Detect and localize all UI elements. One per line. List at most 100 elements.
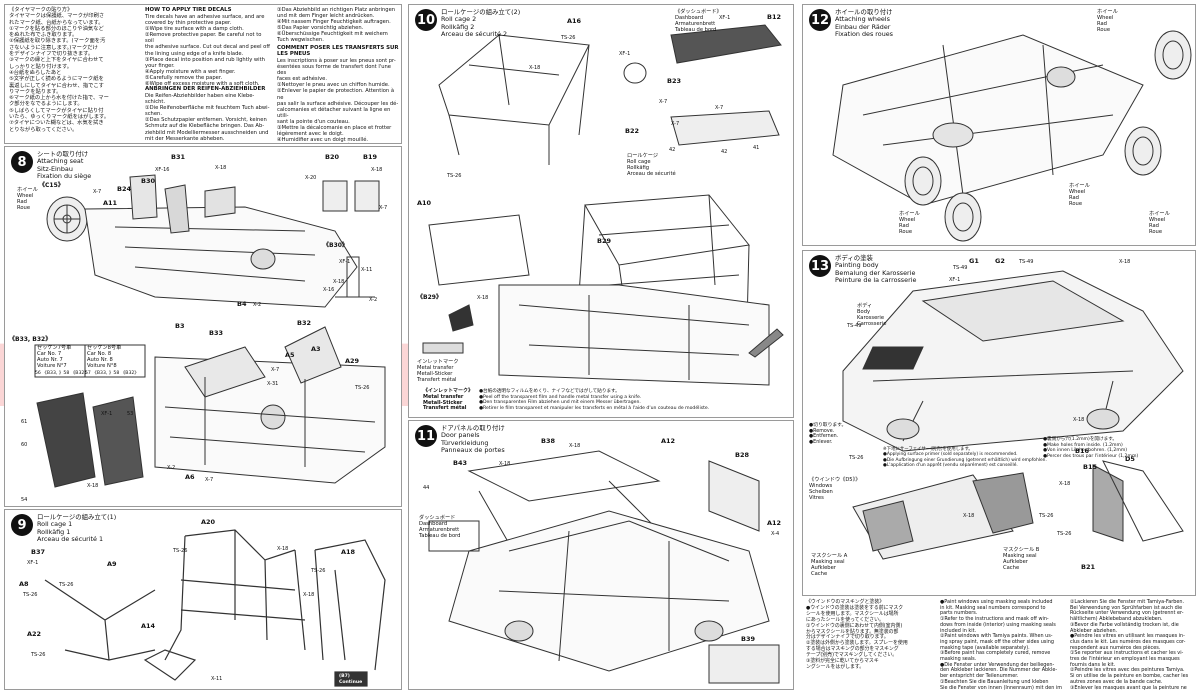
part-label: 53 (127, 411, 134, 417)
part-label: XF-1 (339, 259, 351, 265)
part-label: X-18 (569, 443, 581, 449)
step-13-title: ボディの塗装 Painting body Bemalung der Kaross… (835, 254, 917, 285)
part-label: TS-26 (447, 173, 462, 179)
part-label: B22 (625, 127, 639, 135)
step-10-rollcage-box: ロールケージ Roll cage Rollkäfig Arceau de séc… (627, 153, 676, 178)
step-9-drawing (44, 529, 386, 687)
part-label: XF-1 (27, 560, 39, 566)
part-label: TS-26 (31, 652, 46, 658)
part-label: A18 (341, 548, 356, 556)
part-label: X-7 (205, 477, 214, 483)
part-label: A10 (417, 199, 432, 207)
tire-decal-instructions-panel: 《タイヤマークの貼り方》 タイヤマークは保護紙、マークが印刷さ れたマーク紙、台… (4, 4, 402, 144)
part-label: X-2 (167, 465, 176, 471)
step-13-remove: ●切り取ります。 ●Remove. ●Entfernen. ●Enlever. (809, 423, 847, 445)
part-label: XF-1 (719, 15, 731, 21)
part-label: B29 (597, 237, 611, 245)
part-label: A5 (285, 351, 295, 359)
step-10-panel: 10 ロールケージの組み立て(2) Roll cage 2 Rollkäfig … (408, 4, 794, 418)
step-12-drawing (832, 30, 1192, 242)
part-label: A8 (19, 580, 29, 588)
tire-decal-text-jp: 《タイヤマークの貼り方》 タイヤマークは保護紙、マークが印刷さ れたマーク紙、台… (9, 7, 110, 133)
step-12-wheel-label-2: ホイール Wheel Rad Roue (1069, 183, 1090, 208)
step-9-continue: (B7) Continue (339, 674, 363, 686)
step-12-wheel-label-1: ホイール Wheel Rad Roue (1097, 9, 1118, 34)
part-label: X-18 (529, 65, 541, 71)
part-label: B33 (209, 329, 223, 337)
part-label: X-18 (1073, 417, 1085, 423)
part-label: A20 (201, 518, 216, 526)
step-11-title: ドアパネルの取り付け Door panels Türverkleidung Pa… (441, 424, 505, 455)
part-label: G1 (969, 257, 979, 265)
part-label: X-18 (1119, 259, 1131, 265)
part-label: TS-26 (1057, 531, 1072, 537)
part-label: TS-26 (561, 35, 576, 41)
part-label: A9 (107, 560, 117, 568)
part-label: B15 (1083, 463, 1097, 471)
step-9-title: ロールケージの組み立て(1) Roll cage 1 Rollkäfig 1 A… (37, 513, 117, 544)
step-8-wheel-label: ホイール Wheel Rad Roue (17, 187, 38, 212)
step-11-panel: 11 ドアパネルの取り付け Door panels Türverkleidung… (408, 420, 794, 690)
part-label: B23 (667, 77, 681, 85)
tire-decal-text-de2: ③Das Abziehbild an richtigen Platz anbri… (277, 7, 396, 44)
part-label: B31 (171, 153, 185, 161)
part-label: X-18 (371, 167, 383, 173)
part-label: D5 (1125, 455, 1135, 463)
step-10-inlet2-text: ●台紙の透明なフィルムをめくり、ナイフなどではがして貼ります。 ●Peel of… (479, 389, 710, 411)
step-8-car7-codes: 56 《B33, 》58 《B32》 (35, 371, 89, 376)
part-label: X-2 (253, 302, 262, 308)
part-label: B43 (453, 459, 467, 467)
tire-decal-title-en: HOW TO APPLY TIRE DECALS (145, 7, 232, 13)
part-label: X-18 (87, 483, 99, 489)
part-label: X-20 (305, 175, 317, 181)
part-label: X-18 (1059, 481, 1071, 487)
part-label: X-4 (771, 531, 780, 537)
step-12-number: 12 (809, 9, 831, 31)
part-label: A6 (185, 473, 195, 481)
part-label: 42 (669, 147, 676, 153)
part-label: A3 (311, 345, 321, 353)
part-label: X-18 (215, 165, 227, 171)
part-label: B20 (325, 153, 339, 161)
part-label: X-18 (333, 279, 345, 285)
part-label: TS-26 (311, 568, 326, 574)
part-label: TS-26 (59, 582, 74, 588)
step-13-primer: ※下地にサーフェイサー(別売)を使用します。 ●Applying surface… (883, 447, 1047, 469)
part-label: B4 (237, 300, 247, 308)
step-13-drawing (813, 260, 1193, 560)
window-masking-text-jp: 《ウインドウのマスキングと塗装》 ●ウインドウの塗装は塗装をする前にマスク シー… (806, 599, 908, 670)
window-masking-instructions: 《ウインドウのマスキングと塗装》 ●ウインドウの塗装は塗装をする前にマスク シー… (802, 598, 1196, 690)
tire-decal-text-fr: Les inscriptions à poser sur les pneus s… (277, 58, 399, 144)
part-label: B28 (735, 451, 749, 459)
part-label: 54 (21, 497, 28, 503)
part-label: A12 (767, 519, 782, 527)
part-label: 42 (721, 149, 728, 155)
step-9-panel: 9 ロールケージの組み立て(1) Roll cage 1 Rollkäfig 1… (4, 509, 402, 690)
step-10-dashboard-box: 《ダッシュボード》 Dashboard Armaturenbrett Table… (675, 9, 722, 34)
step-10-inlet: インレットマーク Metal transfer Metall-Sticker T… (417, 359, 459, 384)
part-label: B3 (175, 322, 185, 330)
part-label: A11 (103, 199, 118, 207)
tire-decal-title-fr: COMMENT POSER LES TRANSFERTS SUR LES PNE… (277, 45, 399, 58)
tire-decal-text-en: Tire decals have an adhesive surface, an… (145, 14, 270, 88)
part-label: X-11 (361, 267, 373, 273)
step-11-number: 11 (415, 425, 437, 447)
part-label: A14 (141, 622, 156, 630)
step-11-dashboard: ダッシュボード Dashboard Armaturenbrett Tableau… (419, 515, 461, 540)
step-10-b29-box: 《B29》 (417, 294, 442, 301)
part-label: B37 (31, 548, 45, 556)
step-13-holes: ●裏側から穴(1.2mm)を開けます。 ●Make holes from ins… (1043, 437, 1139, 459)
step-8-c15: 《C15》 (39, 182, 64, 189)
part-label: X-18 (277, 546, 289, 552)
step-12-wheel-label-4: ホイール Wheel Rad Roue (1149, 211, 1170, 236)
step-13-mask-a: マスクシール A Masking seal Aufkleber Cache (811, 553, 848, 578)
tire-decal-text-de: Die Reifen-Abziehbilder haben eine Klebe… (145, 93, 270, 142)
part-label: TS-49 (1019, 259, 1034, 265)
part-label: TS-26 (173, 548, 188, 554)
part-label: X-7 (671, 121, 680, 127)
step-9-number: 9 (11, 514, 33, 536)
part-label: B24 (117, 185, 131, 193)
part-label: B12 (767, 13, 781, 21)
part-label: TS-26 (23, 592, 38, 598)
part-label: 44 (423, 485, 430, 491)
